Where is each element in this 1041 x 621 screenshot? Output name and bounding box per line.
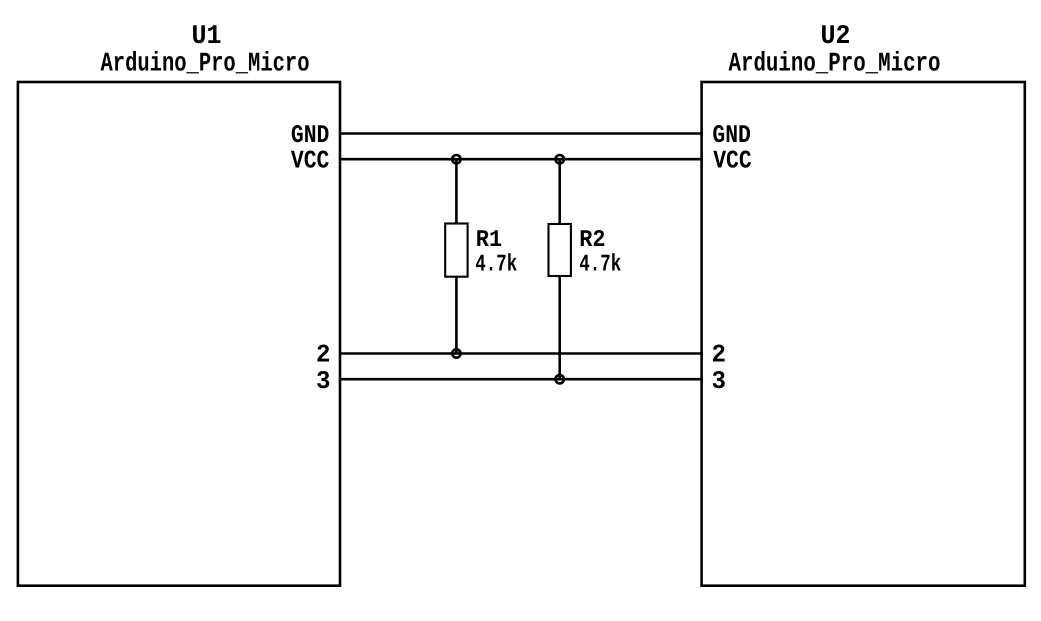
svg-text:VCC: VCC xyxy=(713,147,752,176)
svg-text:GND: GND xyxy=(712,121,751,150)
svg-text:R1: R1 xyxy=(476,227,502,254)
svg-text:4.7k: 4.7k xyxy=(579,252,621,279)
svg-text:U1: U1 xyxy=(192,22,222,52)
svg-text:Arduino_Pro_Micro: Arduino_Pro_Micro xyxy=(729,49,941,79)
svg-text:VCC: VCC xyxy=(291,147,330,176)
svg-text:GND: GND xyxy=(291,121,330,150)
svg-text:U2: U2 xyxy=(821,22,851,52)
svg-text:4.7k: 4.7k xyxy=(475,252,517,279)
svg-text:2: 2 xyxy=(316,340,331,369)
svg-text:3: 3 xyxy=(316,367,331,396)
svg-text:R2: R2 xyxy=(579,227,605,254)
svg-text:2: 2 xyxy=(712,340,727,369)
svg-text:3: 3 xyxy=(712,367,727,396)
svg-text:Arduino_Pro_Micro: Arduino_Pro_Micro xyxy=(101,49,310,79)
